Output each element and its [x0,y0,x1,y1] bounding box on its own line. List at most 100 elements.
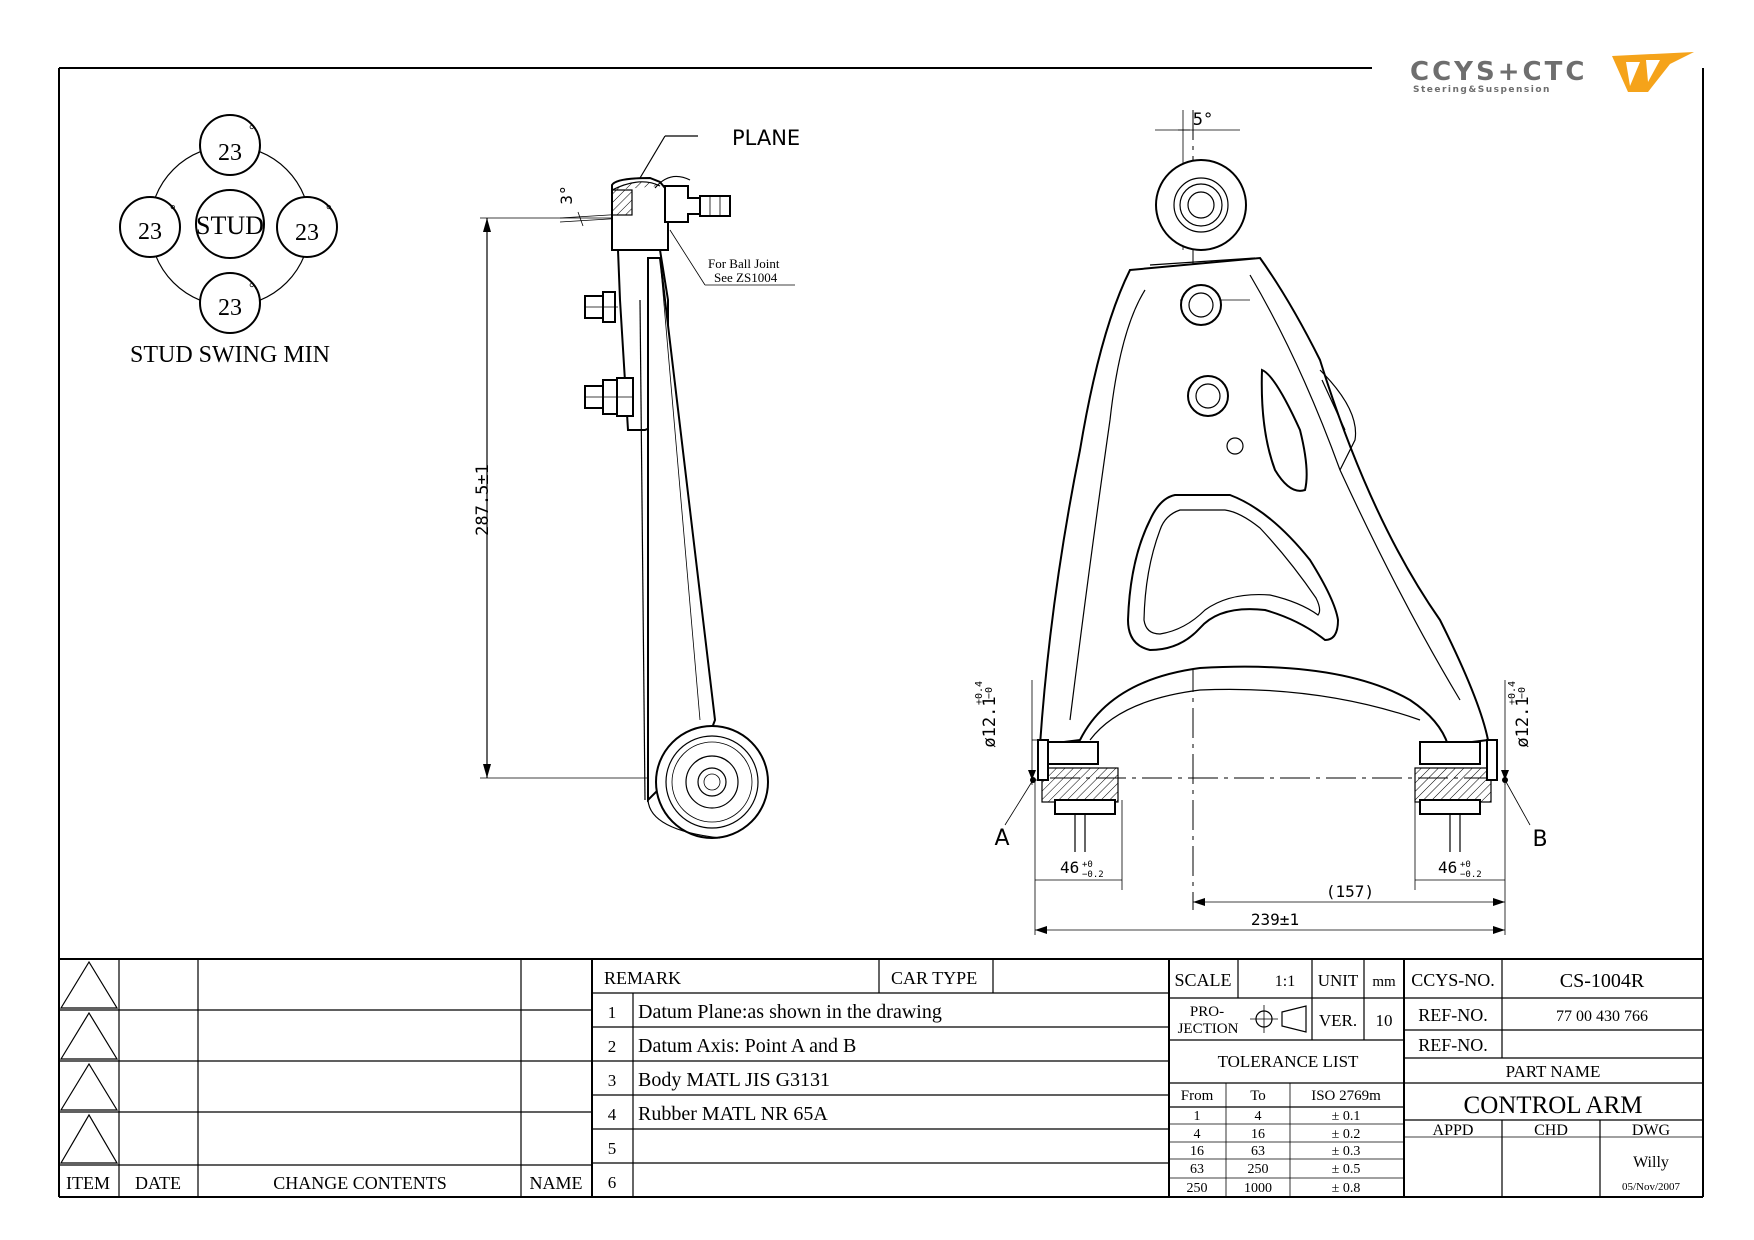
dimension-239: 239±1 [1251,910,1299,929]
remark-no: 4 [608,1105,617,1124]
ver-value: 10 [1376,1011,1393,1030]
scale-label: SCALE [1174,970,1231,990]
dimension-157: (157) [1326,882,1374,901]
logo-tagline: Steering&Suspension [1413,85,1551,95]
part-name-label: PART NAME [1506,1062,1601,1081]
ref-no-label: REF-NO. [1418,1005,1488,1025]
width-right: 46 [1438,858,1457,877]
tol-down: −0.2 [1460,870,1482,880]
plane-label: PLANE [732,126,800,150]
remark-text: Datum Axis: Point A and B [638,1035,856,1057]
tol-down: −0 [1517,687,1528,699]
title-block-grid [59,958,1703,1197]
degree-mark: ° [170,203,176,218]
tol-to: 16 [1251,1127,1265,1142]
col-date: DATE [135,1173,181,1193]
tol-value: ± 0.3 [1332,1144,1361,1159]
stud-angle-bottom: 23 [218,295,242,321]
remark-no: 6 [608,1173,617,1192]
unit-value: mm [1372,974,1396,990]
ref-no-value: 77 00 430 766 [1556,1008,1648,1025]
tol-col-from: From [1181,1088,1214,1104]
degree-mark: ° [249,123,255,138]
degree-mark: ° [249,281,255,296]
stud-angle-top: 23 [218,140,242,166]
diameter-left: ø12.1 [980,696,1000,747]
remark-no: 1 [608,1003,617,1022]
stud-swing-caption: STUD SWING MIN [130,342,330,368]
tol-up: +0 [1460,860,1471,870]
tol-from: 4 [1194,1127,1201,1142]
tol-to: 63 [1251,1144,1265,1159]
tol-from: 1 [1194,1109,1201,1124]
scale-value: 1:1 [1275,973,1295,990]
ccys-no-label: CCYS-NO. [1411,970,1495,990]
side-view: 287.5±1 3° PLANE For Ball Joint See ZS10… [473,126,800,839]
diameter-right: ø12.1 [1513,696,1533,747]
remark-no: 5 [608,1139,617,1158]
tol-col-iso: ISO 2769m [1311,1088,1381,1104]
remark-header: REMARK [604,968,681,988]
tol-from: 16 [1190,1144,1204,1159]
company-logo: CCYS+CTC Steering&Suspension [1410,52,1694,95]
sheet-border [58,67,1704,1198]
drawn-by: Willy [1633,1154,1669,1171]
car-type-label: CAR TYPE [891,968,977,988]
col-name: NAME [530,1173,583,1193]
degree-mark: ° [326,203,332,218]
side-angle-label: 3° [557,185,576,204]
tol-up: +0 [1082,860,1093,870]
unit-label: UNIT [1318,971,1359,990]
front-view: 5° [974,110,1548,935]
tol-up: +0.4 [1507,681,1518,705]
tol-value: ± 0.1 [1332,1109,1361,1124]
tol-from: 63 [1190,1162,1204,1177]
ref-no-2-label: REF-NO. [1418,1035,1488,1055]
ball-joint-note-1: For Ball Joint [708,256,780,271]
col-change-contents: CHANGE CONTENTS [273,1173,447,1193]
tol-col-to: To [1250,1088,1266,1104]
tol-up: +0.4 [974,681,985,705]
tol-value: ± 0.2 [1332,1127,1361,1142]
width-left: 46 [1060,858,1079,877]
tol-to: 4 [1255,1109,1262,1124]
ball-joint-note-2: See ZS1004 [714,270,778,285]
tol-down: −0 [984,687,995,699]
col-item: ITEM [66,1173,110,1193]
tol-from: 250 [1187,1181,1208,1196]
ccys-no-value: CS-1004R [1560,970,1645,992]
dwg-label: DWG [1632,1122,1671,1139]
bolt-icon [584,377,634,417]
projection-symbol-icon [1250,1005,1307,1033]
logo-brand: CCYS+CTC [1410,57,1587,87]
bolt-icon [584,291,618,323]
drawing-date: 05/Nov/2007 [1622,1181,1681,1193]
tol-value: ± 0.8 [1332,1181,1361,1196]
tol-to: 250 [1248,1162,1269,1177]
ver-label: VER. [1319,1011,1357,1030]
stud-angle-right: 23 [295,220,319,246]
height-dimension: 287.5±1 [473,464,493,536]
datum-point-b: B [1532,827,1547,852]
tolerance-title: TOLERANCE LIST [1218,1052,1359,1071]
stud-swing-diagram: STUD 23 23 23 23 ° ° ° ° STUD SWING MIN [119,114,338,368]
remark-text: Rubber MATL NR 65A [638,1103,828,1125]
stud-angle-left: 23 [138,219,162,245]
stud-label: STUD [196,211,264,240]
front-angle-label: 5° [1193,110,1213,130]
tol-to: 1000 [1244,1181,1272,1196]
chd-label: CHD [1534,1122,1568,1139]
part-name: CONTROL ARM [1464,1092,1643,1119]
remark-text: Datum Plane:as shown in the drawing [638,1001,942,1023]
appd-label: APPD [1433,1122,1474,1139]
projection-label-2: JECTION [1178,1021,1239,1037]
remark-no: 2 [608,1037,617,1056]
projection-label-1: PRO- [1190,1004,1224,1020]
remark-text: Body MATL JIS G3131 [638,1069,830,1091]
datum-point-a: A [994,826,1009,851]
tol-value: ± 0.5 [1332,1162,1361,1177]
remark-no: 3 [608,1071,617,1090]
tol-down: −0.2 [1082,870,1104,880]
logo-mark-icon [1612,52,1694,92]
